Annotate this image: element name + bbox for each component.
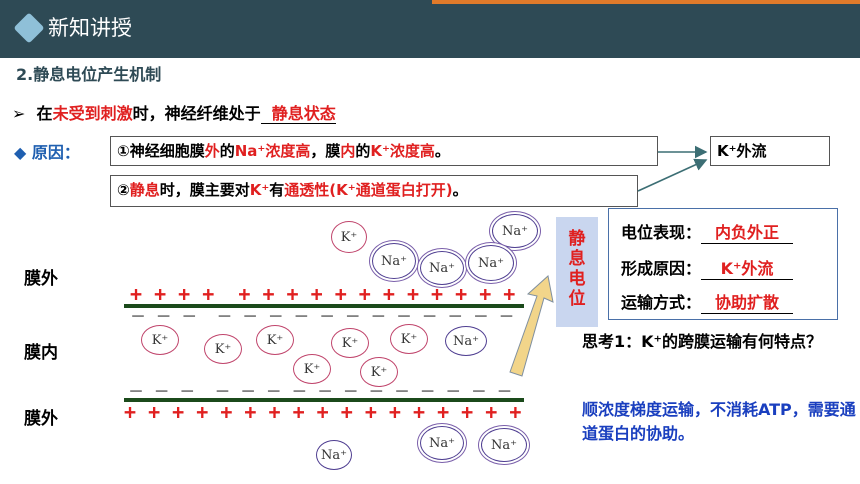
ion-na: Na⁺ bbox=[372, 243, 416, 279]
reason-label: ◆ 原因： bbox=[14, 143, 80, 162]
ion-na: Na⁺ bbox=[468, 245, 514, 281]
info-value: 协助扩散 bbox=[701, 289, 794, 314]
membrane-bottom bbox=[124, 398, 524, 402]
result-text: K⁺外流 bbox=[717, 142, 767, 160]
ion-k: K⁺ bbox=[331, 221, 367, 253]
reason2-highlight: 静息 bbox=[129, 181, 160, 199]
minus-row-top: － － － － － － － － － － － － － － － bbox=[130, 307, 515, 326]
reason2-text: 。 bbox=[452, 181, 468, 199]
plus-row-bottom: + + + + + + + + + + + + + + + + + bbox=[124, 400, 522, 424]
plus-row-top: + + + + + + + + + + + + + + + + bbox=[130, 282, 516, 306]
ion-k: K⁺ bbox=[390, 324, 428, 354]
reason2-text: 时，膜主要对 bbox=[159, 181, 250, 199]
statement-line: ➢ 在未受到刺激时，神经纤维处于 静息状态 bbox=[12, 100, 336, 124]
arrow-bullet-icon: ➢ bbox=[12, 104, 26, 123]
reason2-text: 有 bbox=[269, 181, 285, 199]
section-title: 2.静息电位产生机制 bbox=[16, 65, 162, 84]
ion-na: Na⁺ bbox=[445, 326, 487, 356]
info-label: 运输方式： bbox=[621, 293, 702, 312]
ion-k: K⁺ bbox=[293, 354, 331, 384]
header-bar bbox=[0, 0, 860, 58]
page-title: 新知讲授 bbox=[48, 16, 132, 40]
reason1-highlight: Na⁺浓度高 bbox=[234, 142, 311, 160]
ion-k: K⁺ bbox=[360, 357, 398, 387]
label-inside: 膜内 bbox=[24, 343, 58, 363]
reason1-text: ①神经细胞膜 bbox=[117, 142, 205, 160]
ion-k: K⁺ bbox=[256, 325, 294, 355]
statement-answer: 静息状态 bbox=[271, 104, 336, 123]
arrow-2 bbox=[637, 158, 708, 192]
up-arrow-icon bbox=[509, 275, 554, 377]
reason2-highlight: K⁺ bbox=[249, 181, 270, 199]
reason1-highlight: 内 bbox=[340, 142, 356, 160]
reason2-highlight: 通透性(K⁺通道蛋白打开) bbox=[284, 181, 453, 199]
ion-na: Na⁺ bbox=[481, 428, 527, 462]
reason1-text: ，膜 bbox=[310, 142, 341, 160]
ion-k: K⁺ bbox=[141, 325, 179, 355]
result-box: K⁺外流 bbox=[710, 136, 830, 166]
header-accent-left bbox=[0, 0, 432, 4]
ion-na: Na⁺ bbox=[316, 440, 352, 470]
label-outside-bottom: 膜外 bbox=[24, 409, 58, 429]
info-value: 内负外正 bbox=[701, 219, 794, 244]
info-row-potential: 电位表现：内负外正 bbox=[621, 219, 794, 244]
header-accent-right bbox=[432, 0, 860, 4]
statement-middle: 时，神经纤维处于 bbox=[132, 104, 261, 123]
think-answer: 顺浓度梯度运输，不消耗ATP，需要通道蛋白的协助。 bbox=[582, 400, 856, 443]
reason1-highlight: K⁺浓度高 bbox=[370, 142, 435, 160]
statement-highlight: 未受到刺激 bbox=[52, 104, 133, 123]
ion-na: Na⁺ bbox=[492, 214, 538, 248]
info-box: 电位表现：内负外正 形成原因：K⁺外流 运输方式：协助扩散 bbox=[608, 208, 838, 320]
think-question: 思考1：K⁺的跨膜运输有何特点？ bbox=[582, 332, 822, 351]
reason1-text: 。 bbox=[434, 142, 450, 160]
info-row-transport: 运输方式：协助扩散 bbox=[621, 289, 794, 314]
info-value: K⁺外流 bbox=[701, 255, 794, 280]
reason2-text: ② bbox=[117, 181, 130, 199]
ion-k: K⁺ bbox=[204, 334, 242, 364]
info-label: 电位表现： bbox=[621, 223, 702, 242]
statement-prefix: 在 bbox=[36, 104, 53, 123]
statement-blank: 静息状态 bbox=[260, 104, 336, 124]
vertical-text: 静息电位 bbox=[568, 229, 586, 309]
membrane-top bbox=[124, 304, 524, 308]
label-outside-top: 膜外 bbox=[24, 269, 58, 289]
ion-na: Na⁺ bbox=[420, 251, 464, 285]
minus-row-bottom: － － － － － － － － － － － － － － － bbox=[128, 382, 513, 401]
info-row-cause: 形成原因：K⁺外流 bbox=[621, 255, 794, 280]
ion-na: Na⁺ bbox=[420, 426, 464, 460]
info-label: 形成原因： bbox=[621, 259, 702, 278]
reason1-text: 的 bbox=[219, 142, 235, 160]
reason1-highlight: 外 bbox=[204, 142, 220, 160]
ion-k: K⁺ bbox=[331, 328, 369, 358]
reason-box-1: ①神经细胞膜外的Na⁺浓度高，膜内的K⁺浓度高。 bbox=[110, 136, 658, 166]
reason-box-2: ②静息时，膜主要对K⁺有通透性(K⁺通道蛋白打开)。 bbox=[110, 175, 638, 207]
resting-potential-label: 静息电位 bbox=[556, 217, 598, 327]
reason1-text: 的 bbox=[355, 142, 371, 160]
